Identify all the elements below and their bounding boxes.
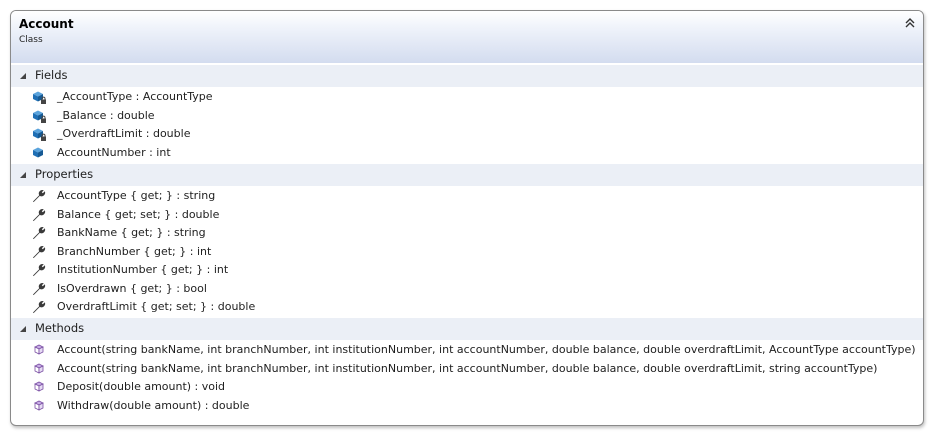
class-stereotype: Class [19, 35, 43, 45]
fields-compartment-title: Fields [35, 68, 68, 82]
field-row-label: AccountNumber : int [57, 145, 171, 159]
property-wrench-icon [31, 262, 47, 278]
property-row[interactable]: Balance { get; set; } : double [11, 206, 923, 224]
class-header: Account Class [11, 11, 923, 63]
property-wrench-icon [31, 225, 47, 241]
private-field-icon [31, 89, 47, 105]
method-row[interactable]: Deposit(double amount) : void [11, 378, 923, 396]
expanded-triangle-icon [20, 326, 26, 332]
field-row[interactable]: _OverdraftLimit : double [11, 125, 923, 143]
property-row[interactable]: OverdraftLimit { get; set; } : double [11, 298, 923, 316]
property-row-label: AccountType { get; } : string [57, 189, 216, 202]
property-row-label: Balance { get; set; } : double [57, 207, 220, 221]
field-row-label: _OverdraftLimit : double [57, 127, 191, 140]
expanded-triangle-icon [20, 73, 26, 79]
private-field-icon [31, 126, 47, 142]
property-wrench-icon [31, 207, 47, 223]
field-row[interactable]: AccountNumber : int [11, 144, 923, 162]
method-row-label: Withdraw(double amount) : double [57, 398, 250, 412]
collapse-chevron-icon[interactable] [903, 16, 917, 30]
property-row-label: OverdraftLimit { get; set; } : double [57, 300, 256, 313]
properties-compartment-title: Properties [35, 167, 94, 181]
field-row-label: _Balance : double [57, 108, 155, 122]
property-row-label: BankName { get; } : string [57, 226, 206, 239]
method-row-label: Account(string bankName, int branchNumbe… [57, 361, 878, 375]
property-wrench-icon [31, 299, 47, 315]
field-row[interactable]: _AccountType : AccountType [11, 88, 923, 106]
field-row[interactable]: _Balance : double [11, 107, 923, 125]
method-cube-icon [31, 342, 47, 358]
class-name: Account [19, 17, 74, 31]
methods-compartment-title: Methods [35, 321, 85, 335]
field-row-label: _AccountType : AccountType [57, 90, 213, 103]
class-shape-account[interactable]: Account Class Fields _AccountType : Acco… [10, 10, 924, 426]
property-row[interactable]: IsOverdrawn { get; } : bool [11, 280, 923, 298]
property-wrench-icon [31, 244, 47, 260]
expanded-triangle-icon [20, 172, 26, 178]
property-row[interactable]: BranchNumber { get; } : int [11, 243, 923, 261]
property-row[interactable]: AccountType { get; } : string [11, 187, 923, 205]
property-wrench-icon [31, 281, 47, 297]
property-row-label: InstitutionNumber { get; } : int [57, 263, 229, 276]
property-row-label: IsOverdrawn { get; } : bool [57, 281, 207, 295]
property-row[interactable]: BankName { get; } : string [11, 224, 923, 242]
method-cube-icon [31, 379, 47, 395]
property-row[interactable]: InstitutionNumber { get; } : int [11, 261, 923, 279]
method-row-label: Deposit(double amount) : void [57, 380, 226, 393]
method-row[interactable]: Account(string bankName, int branchNumbe… [11, 360, 923, 378]
public-field-icon [31, 145, 47, 161]
method-cube-icon [31, 361, 47, 377]
method-row[interactable]: Withdraw(double amount) : double [11, 397, 923, 415]
fields-compartment-header[interactable]: Fields [11, 65, 923, 87]
private-field-icon [31, 108, 47, 124]
method-row-label: Account(string bankName, int branchNumbe… [57, 343, 916, 356]
property-row-label: BranchNumber { get; } : int [57, 244, 212, 258]
methods-compartment-header[interactable]: Methods [11, 318, 923, 340]
property-wrench-icon [31, 188, 47, 204]
properties-compartment-header[interactable]: Properties [11, 164, 923, 186]
method-row[interactable]: Account(string bankName, int branchNumbe… [11, 341, 923, 359]
method-cube-icon [31, 398, 47, 414]
